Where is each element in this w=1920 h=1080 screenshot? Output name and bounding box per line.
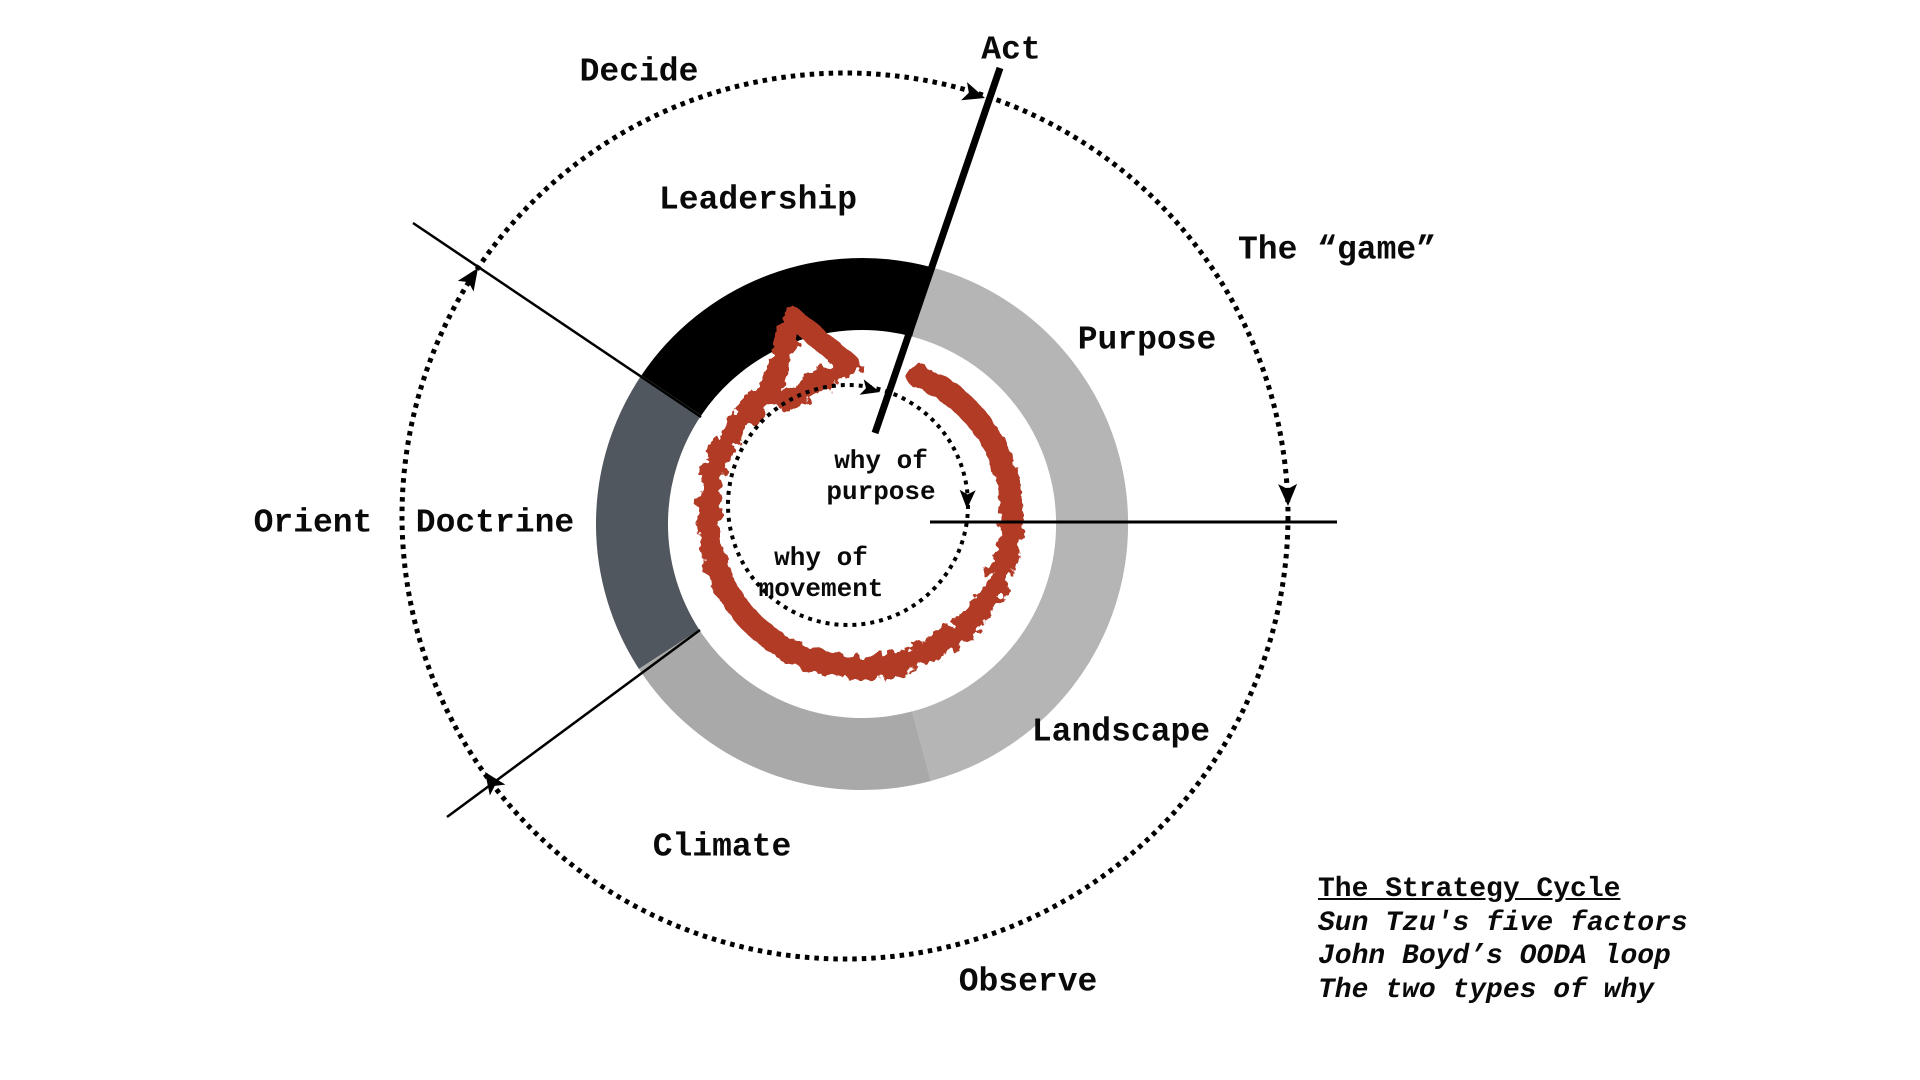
- legend-line-john-boyd: John Boyd’s OODA loop: [1318, 941, 1671, 972]
- act-needle-line: [871, 66, 1004, 435]
- label-observe: Observe: [958, 963, 1098, 1001]
- movement-loop-group: [696, 306, 1024, 680]
- label-climate: Climate: [652, 828, 792, 866]
- ooda-loop-dotted-circle: [399, 70, 1291, 962]
- legend-line-two-whys: The two types of why: [1318, 974, 1655, 1006]
- why-of-movement-line2: movement: [758, 574, 884, 604]
- legend-block: The Strategy Cycle Sun Tzu's five factor…: [1318, 873, 1688, 1007]
- label-decide: Decide: [579, 53, 699, 91]
- why-circle-arrow-right-icon: [959, 489, 976, 509]
- legend-title: The Strategy Cycle: [1318, 874, 1621, 905]
- why-of-purpose-line1: why of: [834, 446, 928, 476]
- legend-line-sun-tzu: Sun Tzu's five factors: [1318, 907, 1688, 939]
- movement-loop-arc: [696, 319, 1024, 680]
- why-of-purpose-line2: purpose: [826, 477, 936, 507]
- ooda-arrow-upper-left-icon: [457, 268, 478, 292]
- label-orient: Orient: [253, 504, 373, 542]
- ooda-arrow-top-icon: [961, 82, 985, 101]
- ooda-arrow-bottom-left-icon: [485, 772, 506, 796]
- label-why-of-purpose: why of purpose: [826, 446, 935, 508]
- ring-segment-leadership: [641, 257, 931, 417]
- label-leadership: Leadership: [658, 181, 858, 219]
- label-doctrine: Doctrine: [415, 504, 575, 542]
- orient-divider-line: [412, 221, 702, 419]
- observe-divider-line: [446, 628, 701, 819]
- label-landscape: Landscape: [1031, 713, 1211, 751]
- why-circle-arrow-top-icon: [859, 379, 880, 395]
- ring-segment-doctrine: [595, 375, 702, 669]
- ring-segment-purpose-landscape: [911, 267, 1129, 781]
- label-purpose: Purpose: [1077, 321, 1217, 359]
- ring-segment-climate: [638, 629, 931, 791]
- label-why-of-movement: why of movement: [759, 543, 884, 605]
- why-of-movement-line1: why of: [774, 543, 868, 573]
- ooda-arrow-right-icon: [1278, 483, 1298, 506]
- label-the-game: The “game”: [1237, 231, 1437, 269]
- movement-loop-arrowhead: [776, 306, 860, 412]
- label-act: Act: [981, 31, 1041, 69]
